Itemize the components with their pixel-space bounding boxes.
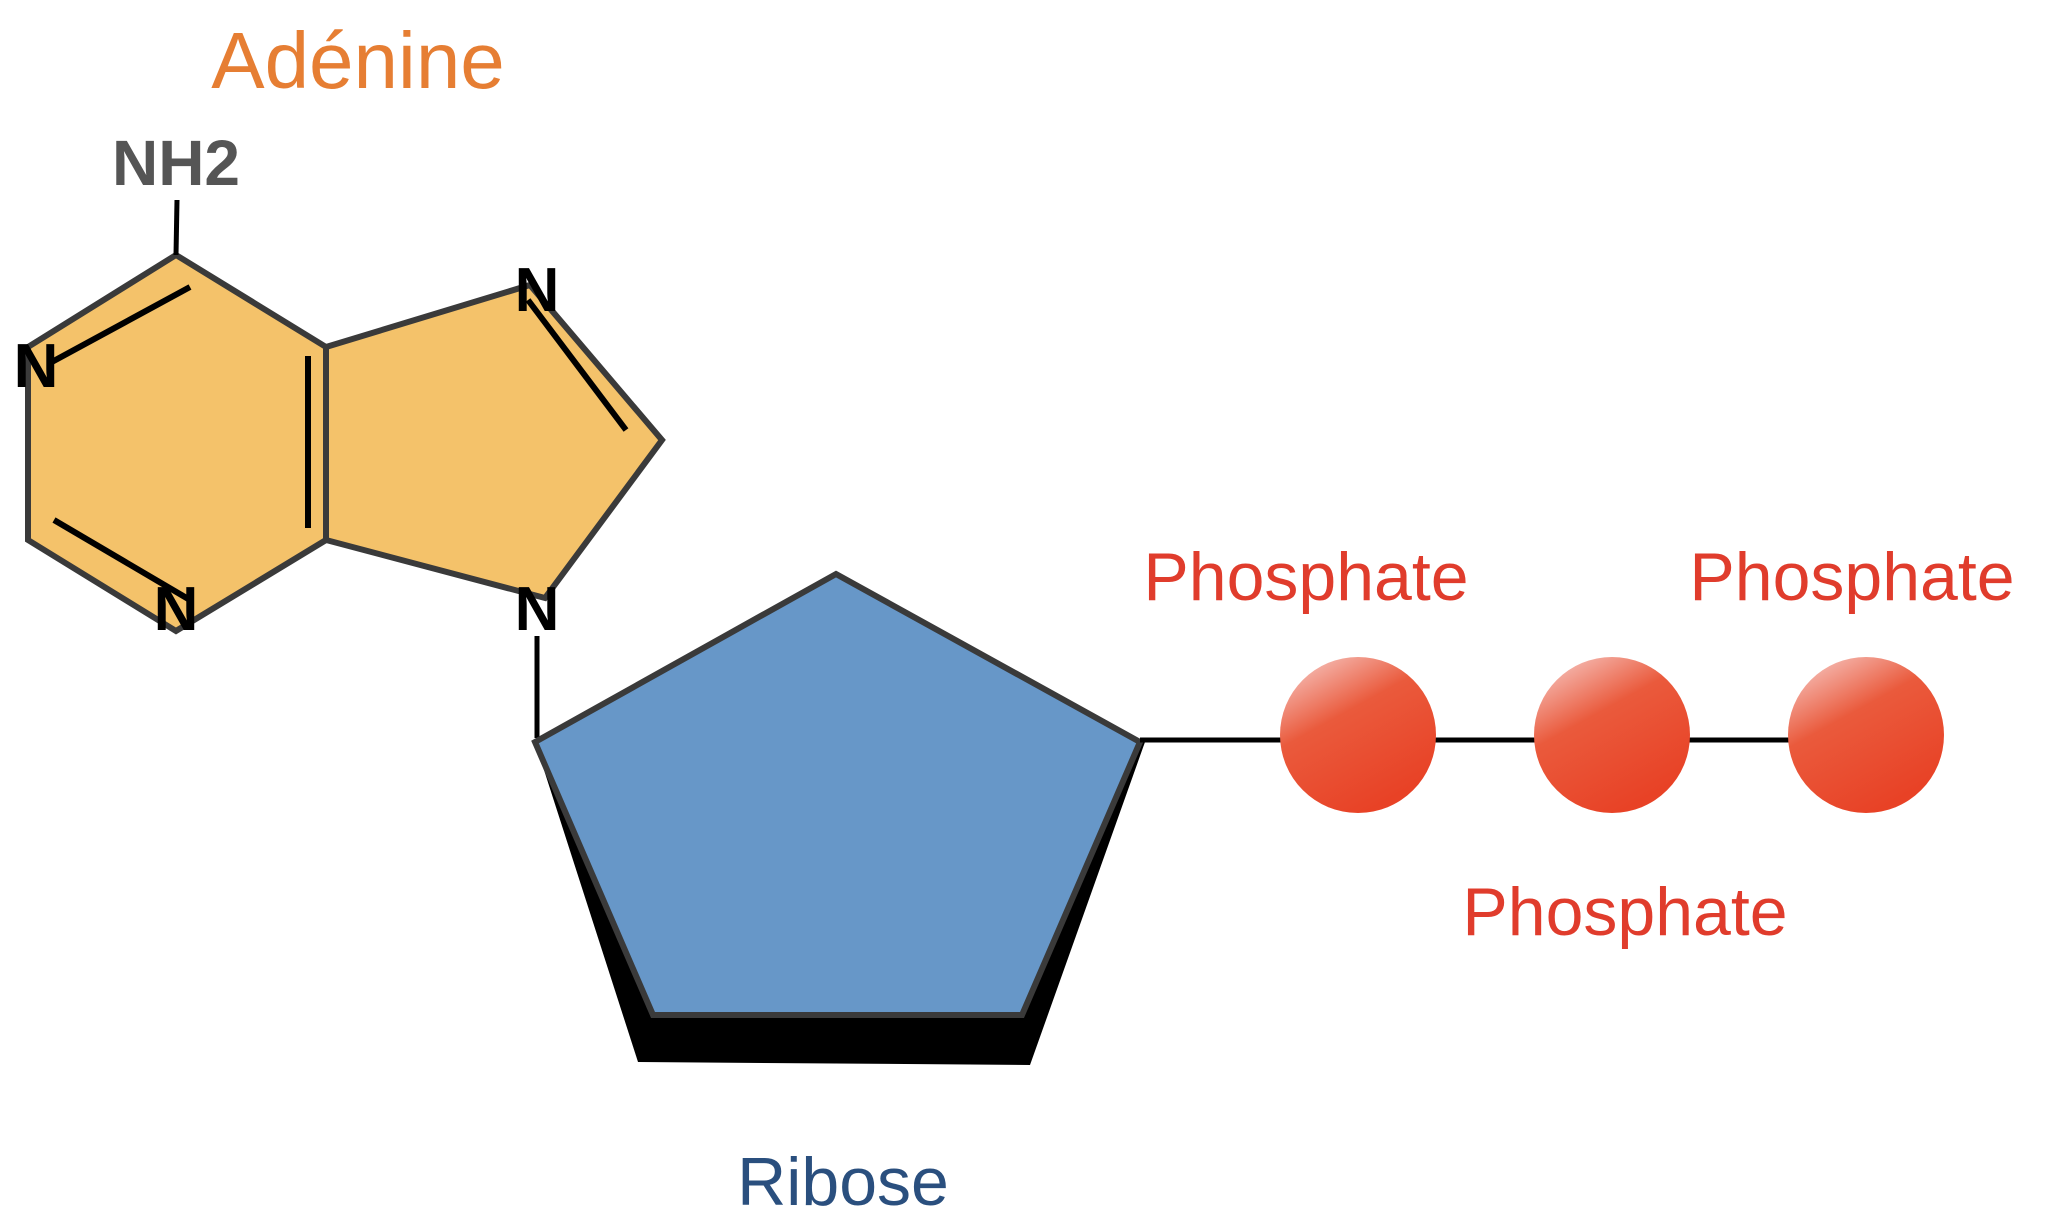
ribose-label: Ribose	[737, 1144, 949, 1211]
adenine-label: Adénine	[211, 16, 505, 105]
amine-label: NH2	[112, 127, 240, 199]
phosphate-sphere-2	[1534, 657, 1690, 813]
atom-n3-label: N	[154, 575, 199, 644]
ribose-group: Ribose	[531, 570, 1145, 1211]
phosphate-sphere-1	[1280, 657, 1436, 813]
phosphate-label-2: Phosphate	[1462, 874, 1787, 950]
amine-bond	[173, 199, 180, 256]
double-bond-c2-n3	[52, 517, 192, 603]
phosphate-chain: Phosphate Phosphate Phosphate	[1140, 539, 2015, 950]
atom-n7-label: N	[515, 256, 560, 325]
double-bond-n7-c8	[525, 298, 629, 432]
atom-n9-label: N	[515, 575, 560, 644]
phosphate-sphere-3	[1788, 657, 1944, 813]
adenine-five-ring	[323, 281, 666, 602]
double-bond-c6-n1	[48, 284, 192, 366]
ribose-pentagon	[531, 570, 1144, 1018]
atom-n1-label: N	[14, 332, 59, 401]
phosphate-label-1: Phosphate	[1143, 539, 1468, 615]
phosphate-label-3: Phosphate	[1689, 539, 2014, 615]
adenine-group: NH2 N N N N Adénine	[14, 16, 666, 644]
